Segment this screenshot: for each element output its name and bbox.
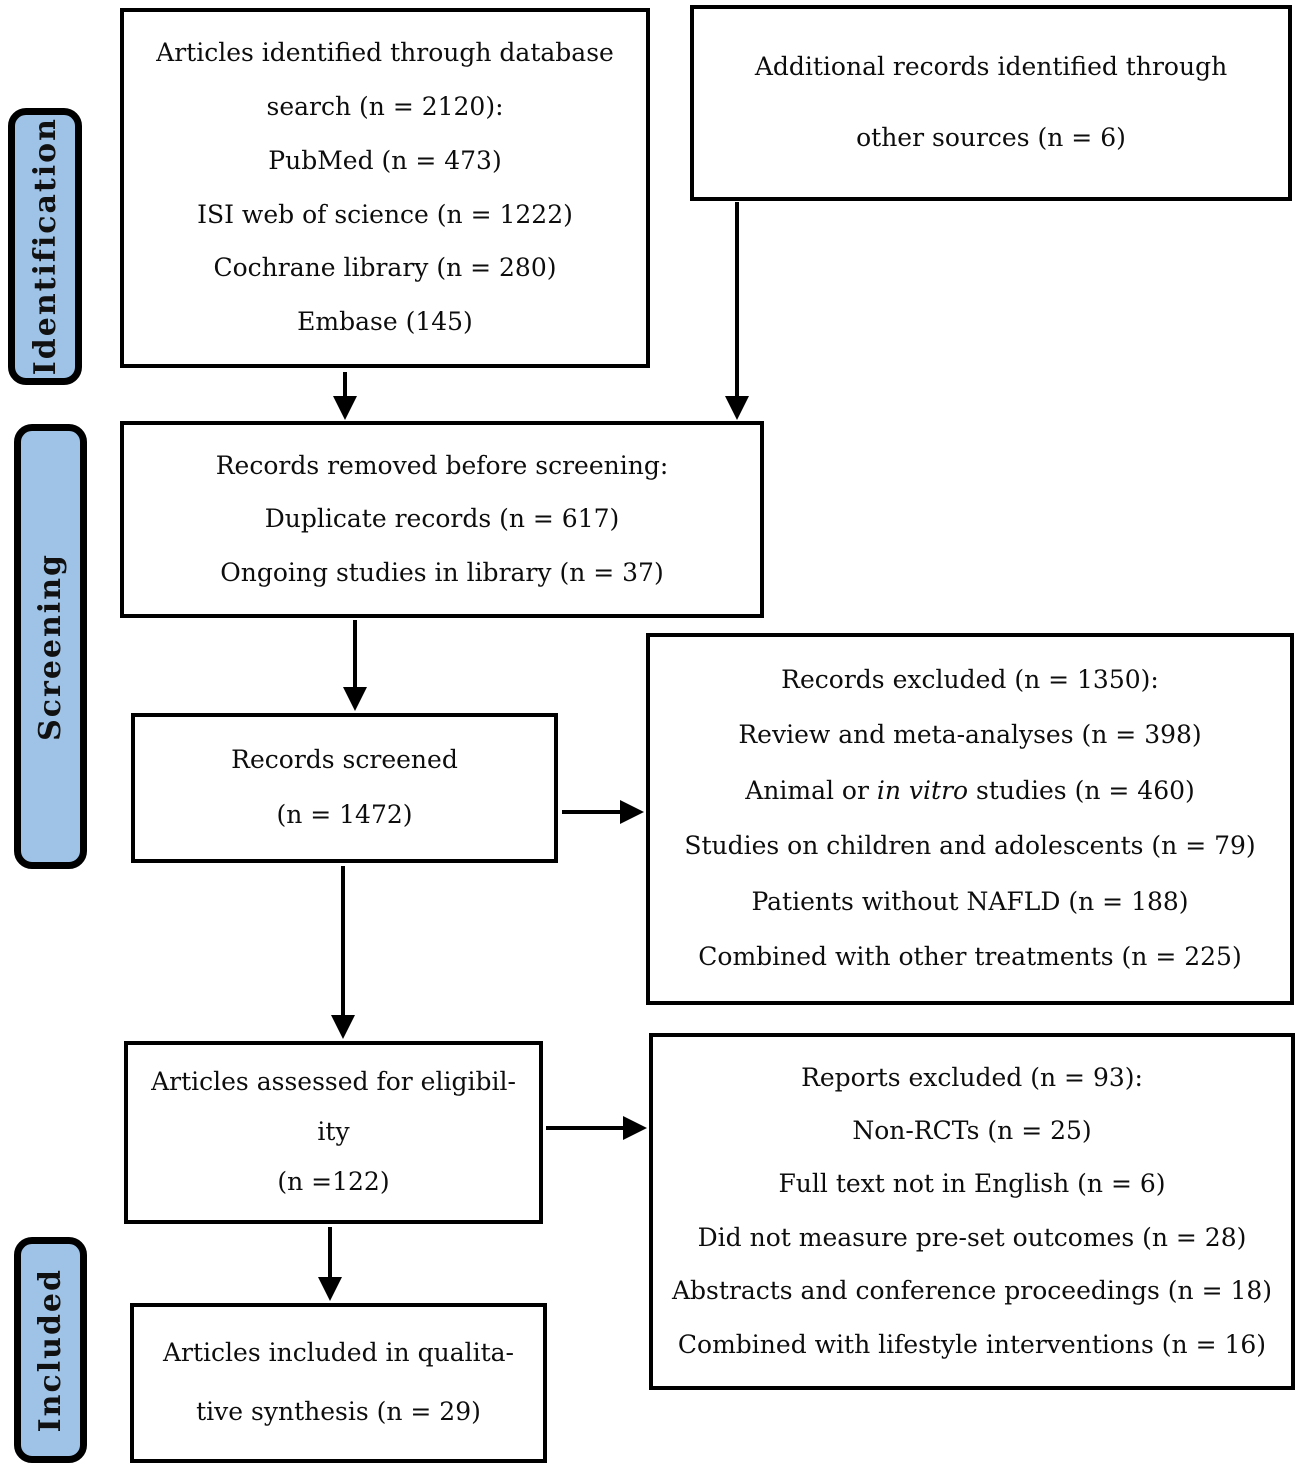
box-line: (n =122) xyxy=(277,1167,390,1197)
stage-label-identification: Identification xyxy=(8,108,82,385)
box-line: Embase (145) xyxy=(297,307,473,337)
box-line: Patients without NAFLD (n = 188) xyxy=(751,886,1189,916)
box-line: Cochrane library (n = 280) xyxy=(213,253,557,283)
box-line: Full text not in English (n = 6) xyxy=(778,1169,1166,1199)
box-line: Combined with lifestyle interventions (n… xyxy=(677,1329,1267,1359)
box-line-segment-italic: in vitro xyxy=(876,775,969,805)
box-records-screened: Records screened (n = 1472) xyxy=(131,713,558,863)
box-line: Articles identified through database xyxy=(156,38,614,68)
box-line: (n = 1472) xyxy=(276,800,413,830)
box-line: Duplicate records (n = 617) xyxy=(264,504,620,534)
stage-label-identification-text: Identification xyxy=(27,117,63,376)
box-line: Additional records identified through xyxy=(754,52,1228,82)
box-line: Ongoing studies in library (n = 37) xyxy=(220,557,664,587)
box-line: Records removed before screening: xyxy=(215,450,669,480)
box-line: Non-RCTs (n = 25) xyxy=(852,1116,1092,1146)
stage-label-screening-text: Screening xyxy=(33,552,68,741)
box-line: tive synthesis (n = 29) xyxy=(196,1397,481,1427)
stage-label-included-text: Included xyxy=(33,1267,68,1433)
box-line: PubMed (n = 473) xyxy=(268,145,502,175)
box-line: search (n = 2120): xyxy=(266,91,504,121)
box-line: Abstracts and conference proceedings (n … xyxy=(671,1276,1273,1306)
box-line: Studies on children and adolescents (n =… xyxy=(684,831,1256,861)
box-line: Articles assessed for eligibil- xyxy=(151,1067,516,1097)
box-reports-excluded: Reports excluded (n = 93): Non-RCTs (n =… xyxy=(649,1033,1295,1390)
box-line: other sources (n = 6) xyxy=(856,123,1126,153)
box-line: ISI web of science (n = 1222) xyxy=(197,199,573,229)
box-articles-assessed: Articles assessed for eligibil- ity (n =… xyxy=(124,1041,543,1224)
box-line: ity xyxy=(317,1117,350,1147)
box-line: Articles included in qualita- xyxy=(162,1338,514,1368)
box-articles-included: Articles included in qualita- tive synth… xyxy=(130,1303,547,1463)
box-line: Reports excluded (n = 93): xyxy=(801,1062,1143,1092)
box-additional-records: Additional records identified through ot… xyxy=(690,5,1292,201)
box-records-removed: Records removed before screening: Duplic… xyxy=(120,421,764,618)
box-line: Review and meta-analyses (n = 398) xyxy=(738,720,1202,750)
stage-label-screening: Screening xyxy=(14,424,87,869)
box-line: Did not measure pre-set outcomes (n = 28… xyxy=(697,1222,1247,1252)
box-line-segment: Animal or xyxy=(745,775,877,805)
box-records-excluded: Records excluded (n = 1350): Review and … xyxy=(646,633,1294,1005)
box-line: Animal or in vitro studies (n = 460) xyxy=(745,775,1195,806)
stage-label-included: Included xyxy=(14,1237,87,1463)
box-line-segment: studies (n = 460) xyxy=(968,775,1195,805)
box-line: Records excluded (n = 1350): xyxy=(781,664,1159,694)
box-line: Records screened xyxy=(231,744,458,774)
box-line: Combined with other treatments (n = 225) xyxy=(698,942,1242,972)
box-articles-identified: Articles identified through database sea… xyxy=(120,8,650,368)
